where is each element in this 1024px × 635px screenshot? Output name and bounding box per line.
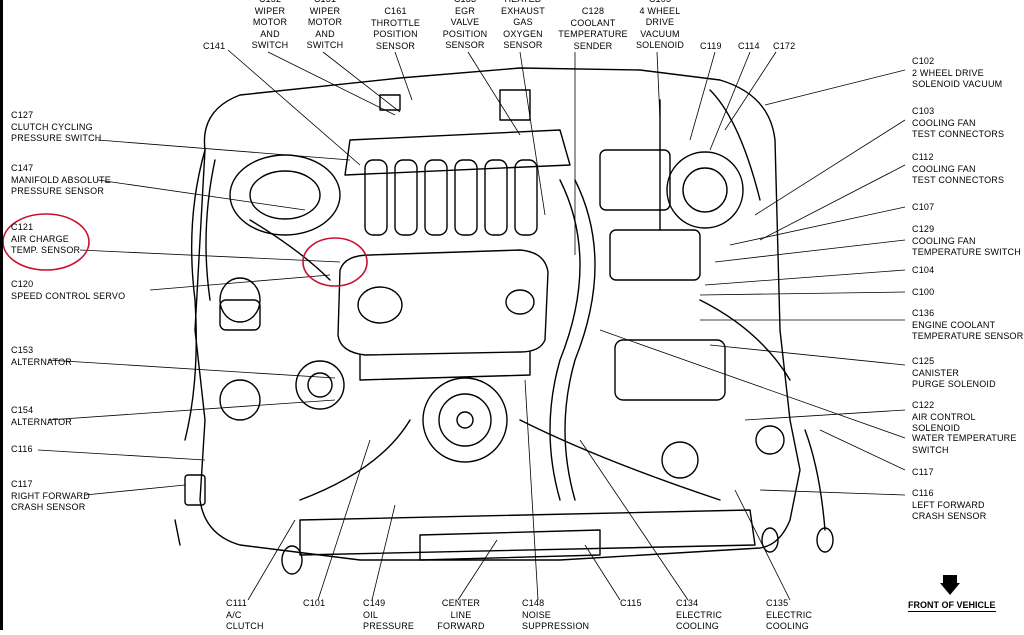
label-c147: C147 MANIFOLD ABSOLUTE PRESSURE SENSOR [11,163,111,196]
valve-cover [337,249,549,356]
label-c128: C128 COOLANT TEMPERATURE SENDER [558,6,628,51]
leader-lines [37,49,906,601]
label-c141: C141 [203,41,226,51]
label-c172: C172 [773,41,796,51]
intake-runners [364,159,538,236]
label-c116-left: C116 [11,444,33,454]
highlight-c121-connector [302,237,368,287]
label-c129: C129 COOLING FAN TEMPERATURE SWITCH [912,224,1021,257]
label-c127: C127 CLUTCH CYCLING PRESSURE SWITCH [11,110,102,143]
label-c125: C125 CANISTER PURGE SOLENOID [912,356,996,389]
label-c154: C154 ALTERNATOR [11,405,73,427]
alternator-body [295,360,345,410]
label-c121: C121 AIR CHARGE TEMP. SENSOR [11,222,81,255]
label-c117-left: C117 RIGHT FORWARD CRASH SENSOR [11,479,90,512]
label-c134: C134 ELECTRIC COOLING [676,598,723,631]
label-c119: C119 [700,41,722,51]
label-c149: C149 OIL PRESSURE [363,598,415,631]
label-c101: C101 [303,598,326,608]
left-edge-bar [0,0,3,630]
label-c115: C115 [620,598,642,608]
label-c117-right: C117 [912,467,934,477]
label-c161: C161 THROTTLE POSITION SENSOR [370,6,421,51]
label-c153: C153 ALTERNATOR [11,345,73,367]
label-c105: C105 4 WHEEL DRIVE VACUUM SOLENOID [635,0,685,50]
label-c120: C120 SPEED CONTROL SERVO [11,279,126,301]
label-c152: C152 WIPER MOTOR AND SWITCH [251,0,289,50]
label-c133: C133 EGR VALVE POSITION SENSOR [442,0,488,50]
front-of-vehicle-label: FRONT OF VEHICLE [908,600,996,612]
label-c135: C135 ELECTRIC COOLING [766,598,813,631]
label-c136: C136 ENGINE COOLANT TEMPERATURE SENSOR [912,308,1024,341]
label-water-temp-switch: WATER TEMPERATURE SWITCH [912,433,1017,455]
battery [599,149,671,211]
front-arrow-icon [940,583,960,595]
highlight-c121-label [2,213,90,271]
label-c103: C103 COOLING FAN TEST CONNECTORS [912,106,1005,139]
label-c112: C112 COOLING FAN TEST CONNECTORS [912,152,1005,185]
label-c148: C148 NOISE SUPPRESSION [522,598,590,631]
label-c100: C100 [912,287,935,297]
label-c122: C122 AIR CONTROL SOLENOID [912,400,976,433]
label-c116-right: C116 LEFT FORWARD CRASH SENSOR [912,488,987,521]
label-c107: C107 [912,202,935,212]
label-heated-oxygen: HEATED EXHAUST GAS OXYGEN SENSOR [501,0,545,50]
label-c102: C102 2 WHEEL DRIVE SOLENOID VACUUM [912,56,1003,89]
engine-bay-outline [194,67,801,561]
label-c114: C114 [738,41,760,51]
label-c151: C151 WIPER MOTOR AND SWITCH [306,0,344,50]
label-c111: C111 A/C CLUTCH [226,598,264,631]
radiator-support [299,509,756,556]
ac-compressor [219,379,261,421]
throttle-body [357,286,403,324]
air-cleaner [229,154,341,236]
label-c104: C104 [912,265,935,275]
label-center-line-forward: CENTER LINE FORWARD [437,598,485,631]
crank-pulley [422,377,508,463]
